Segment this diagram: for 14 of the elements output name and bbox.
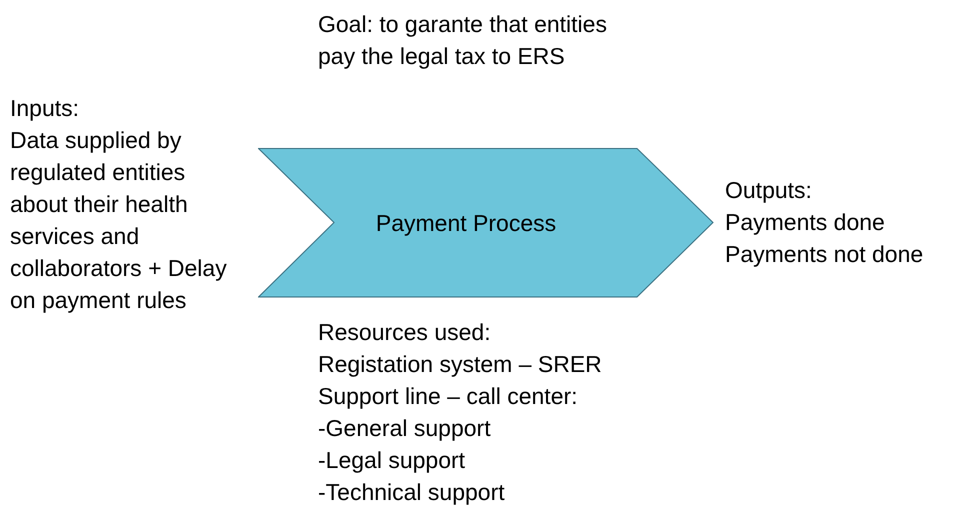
annotation-text: Resources used: [318, 318, 491, 347]
annotation-text: -Technical support [318, 478, 505, 507]
annotation-text: -General support [318, 414, 491, 443]
annotation-text: Support line – call center: [318, 382, 578, 411]
annotation-text: Outputs: [725, 176, 812, 205]
annotation-text: Inputs: [10, 94, 80, 123]
goal-text: Goal: to garante that entities pay the legal tax to ERS [318, 10, 608, 71]
annotation-text: Data supplied by regulated entities about their health services and collaborators + Delay on payment rules [10, 126, 228, 315]
annotation-text: Registation system – SRER [318, 350, 602, 379]
process-chevron [258, 148, 714, 298]
process-label: Payment Process [374, 209, 558, 238]
annotation-text: Payments not done [725, 240, 924, 269]
annotation-text: Payments done [725, 208, 885, 237]
annotation-text: -Legal support [318, 446, 466, 475]
